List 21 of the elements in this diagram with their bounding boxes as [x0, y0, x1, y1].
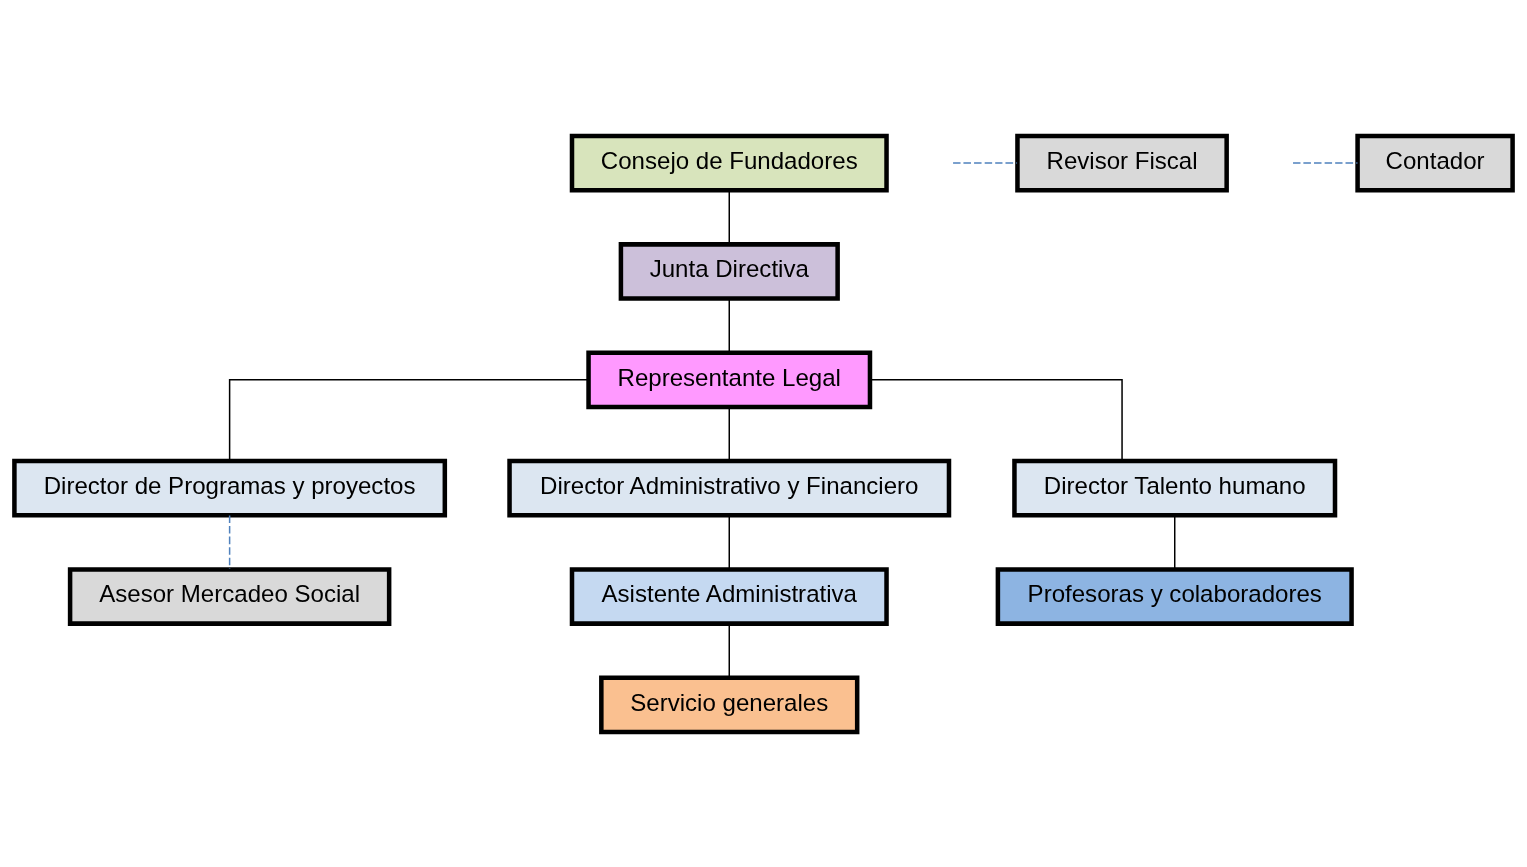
node-box: Asesor Mercadeo Social — [67, 566, 392, 626]
connector — [228, 378, 589, 462]
node-box: Asistente Administrativa — [569, 566, 889, 626]
connector — [1174, 514, 1176, 570]
node-box: Contador — [1355, 133, 1515, 192]
connector — [728, 514, 730, 570]
connector — [1292, 161, 1359, 164]
connector — [952, 161, 1018, 164]
connector — [728, 189, 730, 244]
node-box: Revisor Fiscal — [1015, 133, 1229, 192]
node-box: Junta Directiva — [618, 241, 840, 301]
node-box: Director Administrativo y Financiero — [507, 458, 952, 518]
node-box: Consejo de Fundadores — [569, 133, 889, 192]
connector — [228, 514, 231, 570]
node-box: Profesoras y colaboradores — [995, 566, 1354, 626]
node-box: Servicio generales — [599, 675, 860, 734]
node-box: Director de Programas y proyectos — [12, 458, 448, 518]
connector — [728, 297, 730, 353]
node-box: Director Talento humano — [1012, 458, 1338, 518]
node-box: Representante Legal — [586, 349, 873, 409]
connector — [869, 378, 1123, 462]
